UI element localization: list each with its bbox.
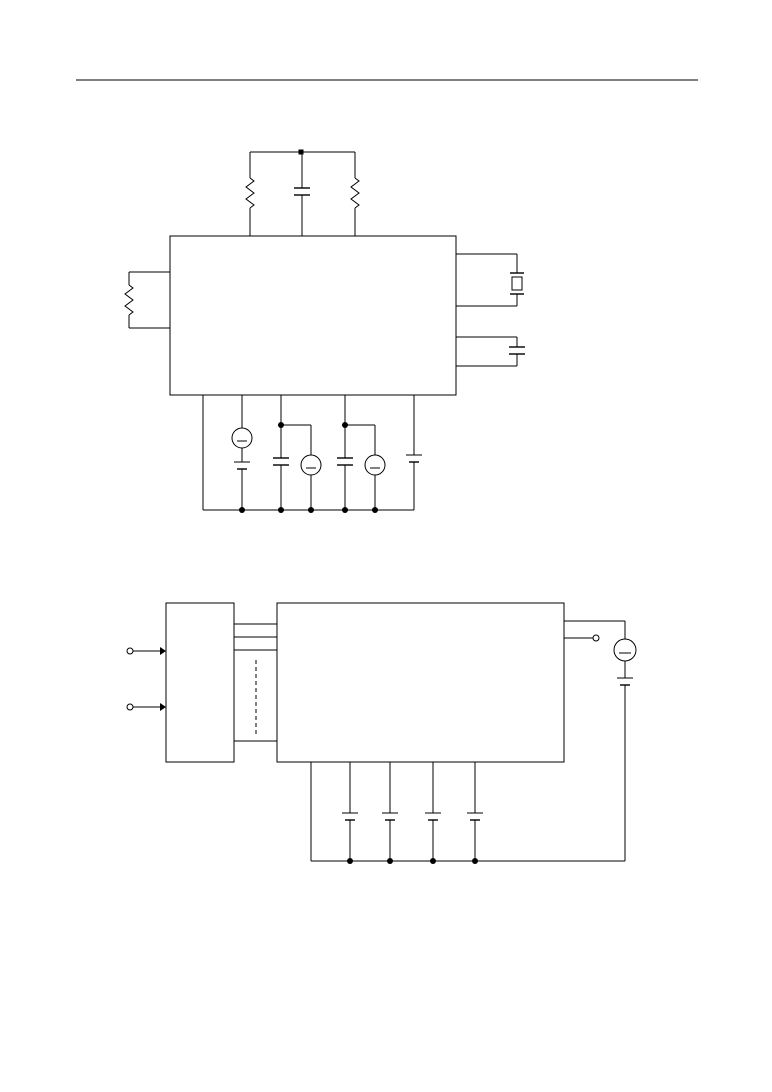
meter-icon <box>300 454 322 476</box>
top-network <box>245 149 360 236</box>
bus-lines <box>234 623 277 742</box>
capacitor-loop <box>456 336 525 367</box>
resistor-icon <box>245 177 255 209</box>
crystal-loop <box>456 253 524 307</box>
resistor-icon <box>124 284 134 316</box>
meter-icon <box>364 454 386 476</box>
bottom-network <box>202 395 422 513</box>
output-network <box>564 620 637 861</box>
resistor-icon <box>350 177 360 209</box>
battery-network <box>310 762 625 864</box>
arrow-right-icon <box>160 647 166 655</box>
left-resistor-loop <box>124 271 170 329</box>
meter-icon <box>613 638 637 662</box>
ic-block-2 <box>276 602 565 763</box>
circuit-2 <box>126 602 637 864</box>
output-terminal <box>592 634 600 642</box>
crystal-icon <box>511 276 523 291</box>
input-block <box>165 602 235 763</box>
input-terminal <box>126 703 134 711</box>
junction-dot <box>298 149 304 155</box>
input-terminals <box>126 647 166 711</box>
ic-block-1 <box>169 235 457 396</box>
meter-icon <box>231 427 253 449</box>
circuit-1 <box>124 149 525 513</box>
input-terminal <box>126 647 134 655</box>
arrow-right-icon <box>160 703 166 711</box>
